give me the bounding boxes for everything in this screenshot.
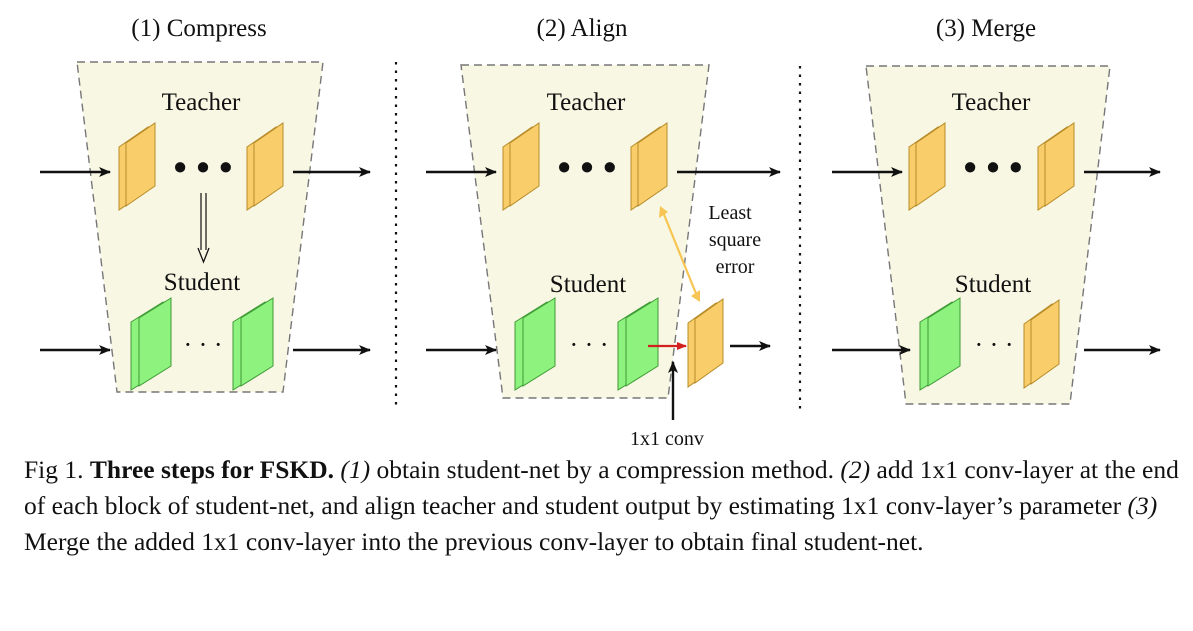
- student-block-first: [514, 297, 556, 391]
- teacher-block-last: [1037, 122, 1075, 211]
- step-title-compress: (1) Compress: [131, 15, 266, 42]
- student-block-last: [617, 297, 659, 391]
- student-block-first: [919, 297, 961, 391]
- lse-label-line2: square: [709, 229, 761, 251]
- student-ellipsis: · · ·: [570, 330, 609, 359]
- teacher-ellipsis: • • •: [964, 147, 1023, 189]
- student-block-merged: [1023, 299, 1060, 389]
- student-label: Student: [550, 271, 626, 298]
- caption-step3-text: Merge the added 1x1 conv-layer into the …: [24, 527, 924, 556]
- teacher-label: Teacher: [547, 89, 626, 116]
- step-compress: (1) Compress Teacher Student • • • · · ·: [40, 15, 371, 393]
- step-merge: (3) Merge Teacher Student • • • · · ·: [832, 15, 1161, 405]
- teacher-block-last: [246, 122, 284, 211]
- caption-prefix: Fig 1.: [24, 455, 90, 484]
- caption-step1-text: obtain student-net by a compression meth…: [370, 455, 841, 484]
- student-ellipsis: · · ·: [975, 330, 1014, 359]
- student-block-first: [130, 297, 172, 391]
- step-title-align: (2) Align: [537, 15, 628, 42]
- student-label: Student: [164, 269, 240, 296]
- caption-step2-text: add 1x1 conv-layer at the end of each bl…: [24, 455, 1179, 520]
- student-label: Student: [955, 271, 1031, 298]
- caption-step1-label: (1): [340, 455, 371, 484]
- student-ellipsis: · · ·: [184, 330, 223, 359]
- teacher-ellipsis: • • •: [174, 147, 233, 189]
- compress-arrow: [197, 193, 210, 264]
- teacher-block-first: [502, 122, 540, 211]
- teacher-label: Teacher: [952, 89, 1031, 116]
- teacher-block-first: [908, 122, 946, 211]
- lse-arrow: [659, 206, 700, 302]
- teacher-label: Teacher: [162, 89, 241, 116]
- conv-label: 1x1 conv: [630, 428, 704, 450]
- teacher-block-last: [630, 122, 668, 211]
- lse-label-line1: Least: [708, 202, 752, 224]
- step-align: (2) Align Teacher Student • • • · · ·: [426, 15, 781, 450]
- step-title-merge: (3) Merge: [936, 15, 1036, 42]
- teacher-block-first: [118, 122, 156, 211]
- teacher-ellipsis: • • •: [558, 147, 617, 189]
- fskd-diagram: (1) Compress Teacher Student • • • · · ·: [40, 15, 1161, 450]
- caption-step3-label: (3): [1127, 491, 1158, 520]
- figure-caption: Fig 1. Three steps for FSKD. (1) obtain …: [24, 452, 1184, 560]
- lse-label-line3: error: [716, 256, 755, 278]
- caption-title: Three steps for FSKD.: [89, 455, 335, 484]
- student-block-last: [232, 297, 274, 391]
- conv1x1-block: [687, 298, 724, 388]
- caption-step2-label: (2): [840, 455, 871, 484]
